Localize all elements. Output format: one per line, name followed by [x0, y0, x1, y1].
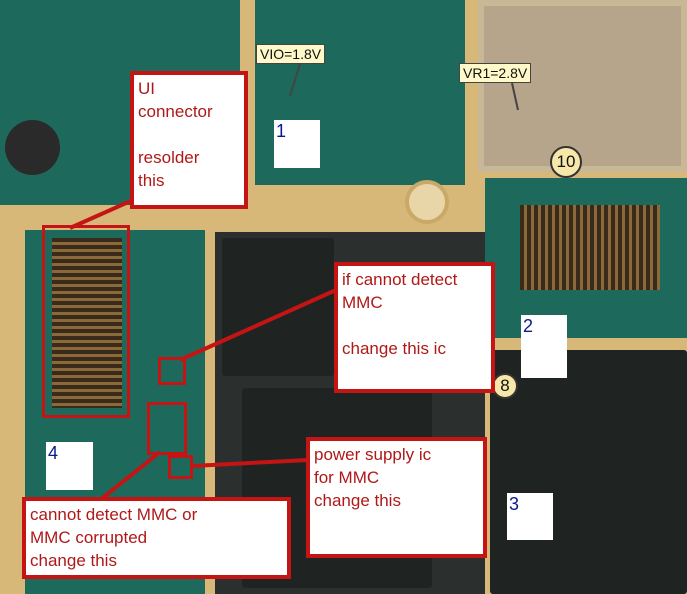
side-connector-part	[520, 205, 660, 290]
tag-1: 1	[274, 120, 320, 168]
bubble-8: 8	[492, 373, 518, 399]
tag-2: 2	[521, 315, 567, 378]
leader-power-supply	[191, 458, 309, 468]
note-mmc-ic: if cannot detect MMC change this ic	[334, 262, 495, 393]
tag-3: 3	[507, 493, 553, 540]
callout-vr1	[511, 82, 519, 111]
leader-mmc-corrupted	[98, 450, 162, 502]
leader-ui-connector	[69, 198, 134, 230]
highlight-mmc-corrupted-part	[147, 402, 187, 455]
note-ui-connector: UI connector resolder this	[130, 71, 248, 209]
note-mmc-corrupted: cannot detect MMC or MMC corrupted chang…	[22, 497, 291, 579]
highlight-ui-connector	[42, 225, 130, 418]
samsung-chip	[490, 350, 687, 594]
omap-processor-chip	[222, 238, 334, 376]
highlight-power-supply-ic	[168, 455, 193, 479]
mounting-hole	[405, 180, 449, 224]
highlight-mmc-ic	[158, 357, 186, 385]
bubble-10: 10	[550, 146, 582, 178]
callout-vio	[289, 63, 301, 97]
leader-mmc-ic	[179, 288, 337, 362]
note-power-supply: power supply ic for MMC change this	[306, 437, 487, 558]
ui-connector-part	[52, 238, 122, 408]
tag-4: 4	[46, 442, 93, 490]
vr1-voltage-label: VR1=2.8V	[459, 63, 532, 83]
inductor	[5, 120, 60, 175]
vio-voltage-label: VIO=1.8V	[256, 44, 326, 64]
